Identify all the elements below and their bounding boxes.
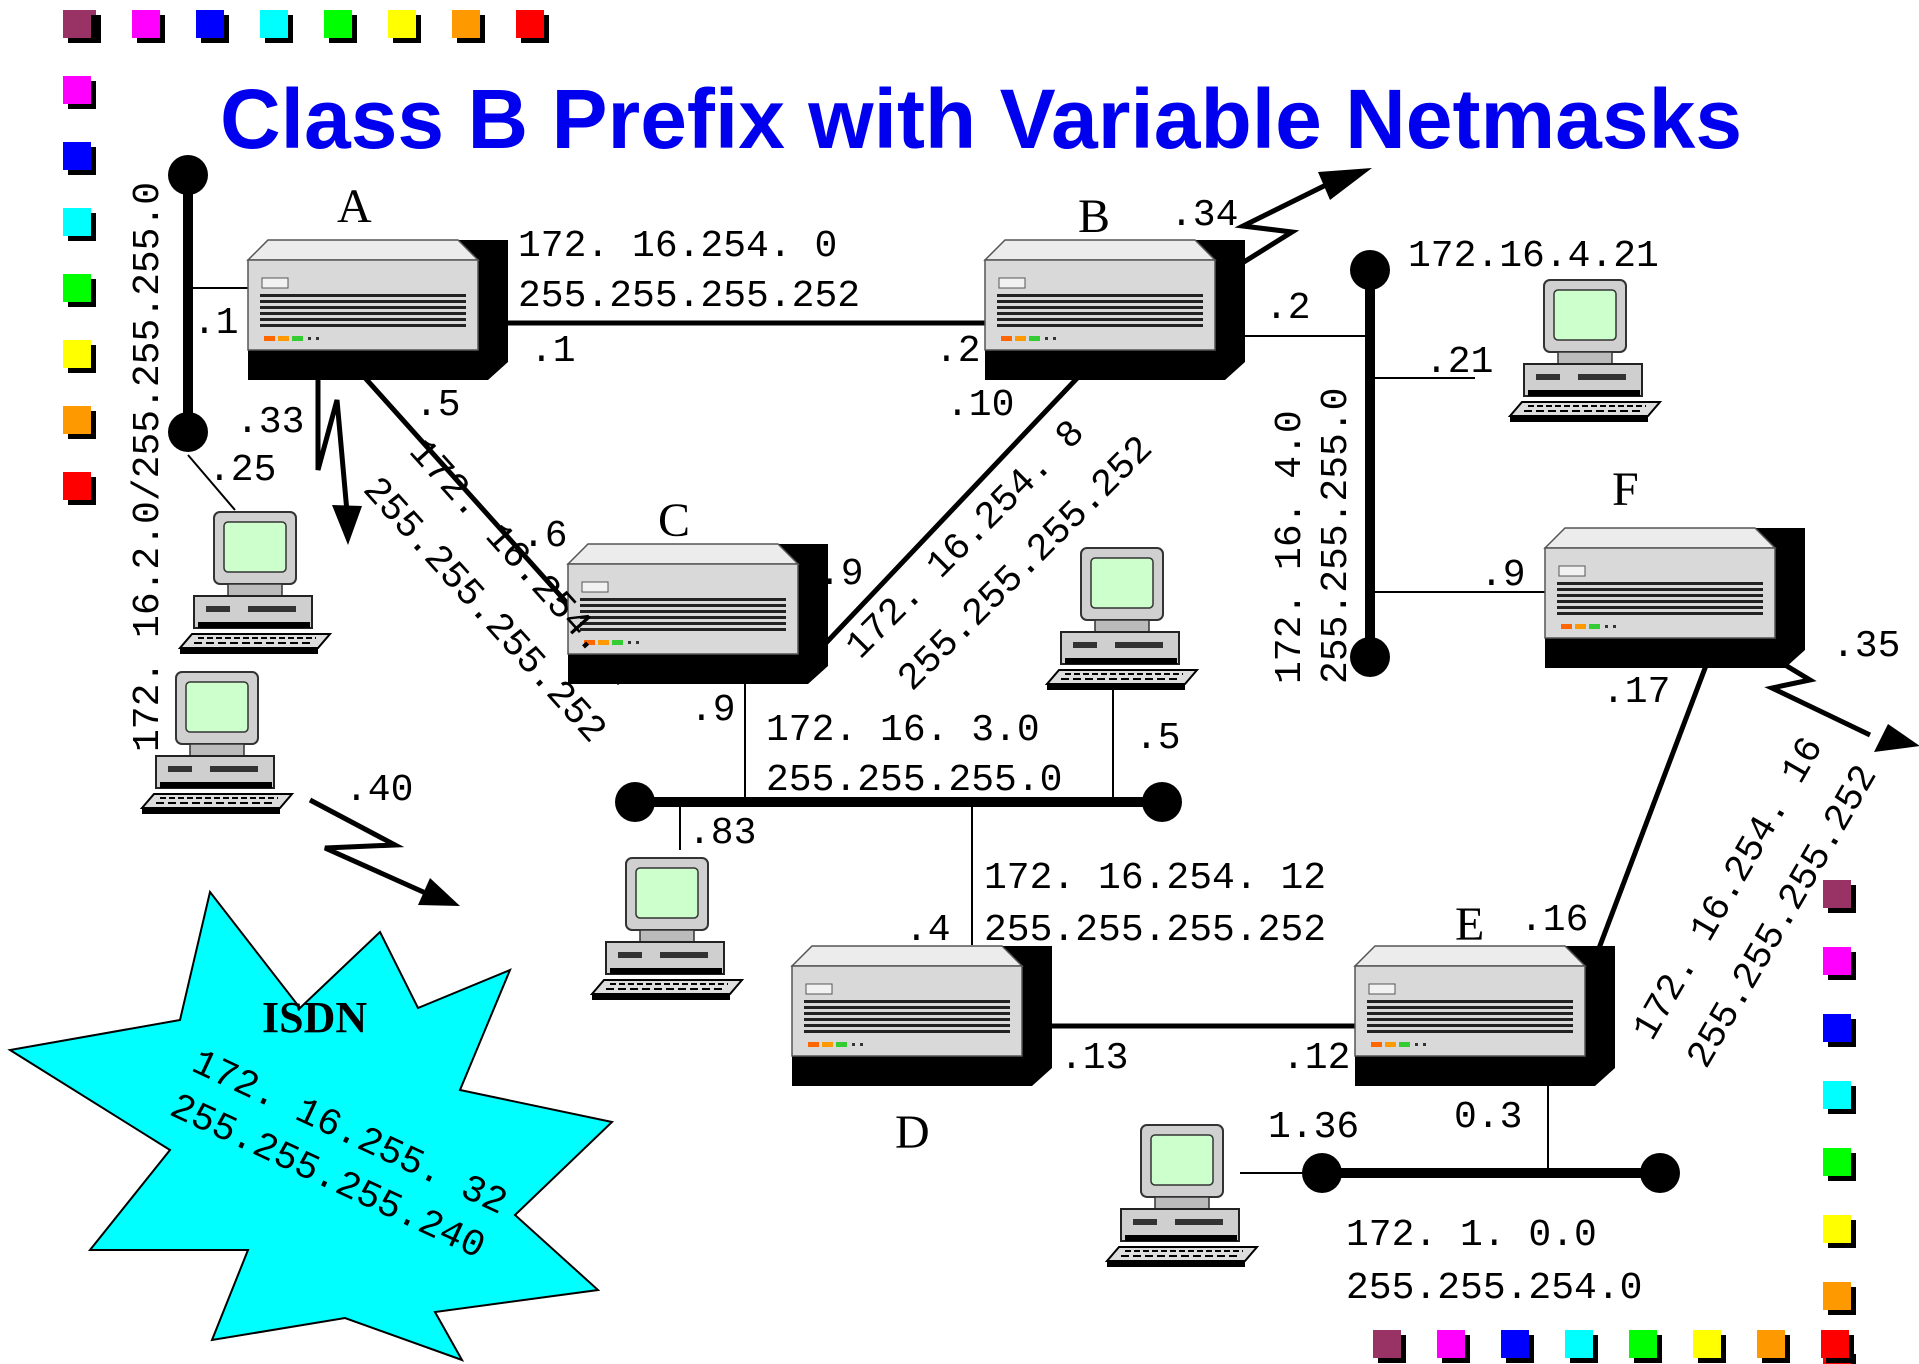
router-a-label: A [337,180,372,233]
isdn-label: ISDN [262,993,367,1042]
workstation-25 [179,511,331,655]
decor-square [63,340,91,368]
host-b-address: 172.16.4.21 [1408,235,1659,278]
router-d-label: D [895,1106,930,1159]
lan-c-netmask: 255.255.255.0 [766,759,1062,802]
router-f [1544,527,1806,669]
decor-square [63,208,91,236]
router-e [1354,945,1616,1087]
decor-square [63,472,91,500]
ab-netmask: 255.255.255.252 [518,275,860,318]
iface-a-ab: .1 [530,330,576,373]
decorative-color-squares [63,10,1856,1364]
iface-f-lan: .9 [1480,554,1526,597]
decor-square [1693,1330,1721,1358]
decor-square [1823,1282,1851,1310]
wan-links [356,320,1713,1029]
iface-f-isdn: .35 [1832,625,1900,668]
ab-network: 172. 16.254. 0 [518,225,837,268]
iface-c-ac: .6 [522,515,568,558]
router-c-label: C [658,494,690,547]
decor-square [1565,1330,1593,1358]
decor-square [1757,1330,1785,1358]
iface-b-lan: .2 [1265,287,1311,330]
iface-b-isdn: .34 [1170,194,1238,237]
decor-square [63,406,91,434]
lan-b-network: 172. 16. 4.0 [1269,410,1312,684]
workstation-172-16-4-21 [1509,279,1661,423]
iface-b-bc: .10 [946,384,1014,427]
isdn-links [308,180,1872,898]
de-network: 172. 16.254. 12 [984,857,1326,900]
decor-square [260,10,288,38]
decor-square [1823,1014,1851,1042]
iface-c-bc: .9 [818,553,864,596]
decor-square [452,10,480,38]
decor-square [1823,880,1851,908]
lan-backbones [168,155,1680,1193]
decor-square [1823,1081,1851,1109]
router-d [791,945,1053,1087]
iface-c-lan: .9 [690,689,736,732]
host-25: .25 [208,449,276,492]
decor-square [1821,1330,1849,1358]
host-5: .5 [1135,717,1181,760]
iface-b-ab: .2 [935,330,981,373]
host-40: .40 [345,769,413,812]
decor-square [63,10,91,38]
decor-square [63,76,91,104]
host-21: .21 [1425,341,1493,384]
iface-f-ef: .17 [1602,671,1670,714]
iface-a-isdn: .33 [236,401,304,444]
router-e-label: E [1455,898,1484,951]
router-b-label: B [1078,190,1110,243]
router-b [984,239,1246,381]
iface-d-lan: .4 [905,909,951,952]
workstation-1-36 [1106,1124,1258,1268]
slide-title: Class B Prefix with Variable Netmasks [220,72,1742,166]
iface-e-de: .12 [1282,1037,1350,1080]
isdn-cloud [7,889,615,1362]
decor-square [63,142,91,170]
lan-drops [187,287,1550,1174]
decor-square [1823,947,1851,975]
workstation-83 [591,857,743,1001]
workstation-5 [1046,547,1198,691]
decor-square [324,10,352,38]
decor-square [1823,1148,1851,1176]
lan-e-netmask: 255.255.254.0 [1346,1267,1642,1310]
decor-square [1501,1330,1529,1358]
lan-e-network: 172. 1. 0.0 [1346,1214,1597,1257]
router-f-label: F [1612,463,1639,516]
decor-square [63,274,91,302]
lan-b-netmask: 255.255.255.0 [1315,388,1358,684]
decor-square [516,10,544,38]
de-netmask: 255.255.255.252 [984,909,1326,952]
lan-a-network: 172. 16.2.0/255.255.255.0 [127,182,170,752]
decor-square [1437,1330,1465,1358]
decor-square [1629,1330,1657,1358]
iface-e-lan: 0.3 [1454,1096,1522,1139]
decor-square [132,10,160,38]
host-1-36: 1.36 [1268,1106,1359,1149]
host-83: .83 [688,812,756,855]
isdn-arrowheads [332,168,1919,906]
decor-square [388,10,416,38]
router-a [247,239,509,381]
lan-c-network: 172. 16. 3.0 [766,709,1040,752]
iface-a-ac: .5 [415,384,461,427]
decor-square [1373,1330,1401,1358]
decor-square [1823,1215,1851,1243]
decor-square [196,10,224,38]
iface-d-de: .13 [1060,1037,1128,1080]
iface-e-ef: .16 [1520,899,1588,942]
iface-a-lan: .1 [193,302,239,345]
